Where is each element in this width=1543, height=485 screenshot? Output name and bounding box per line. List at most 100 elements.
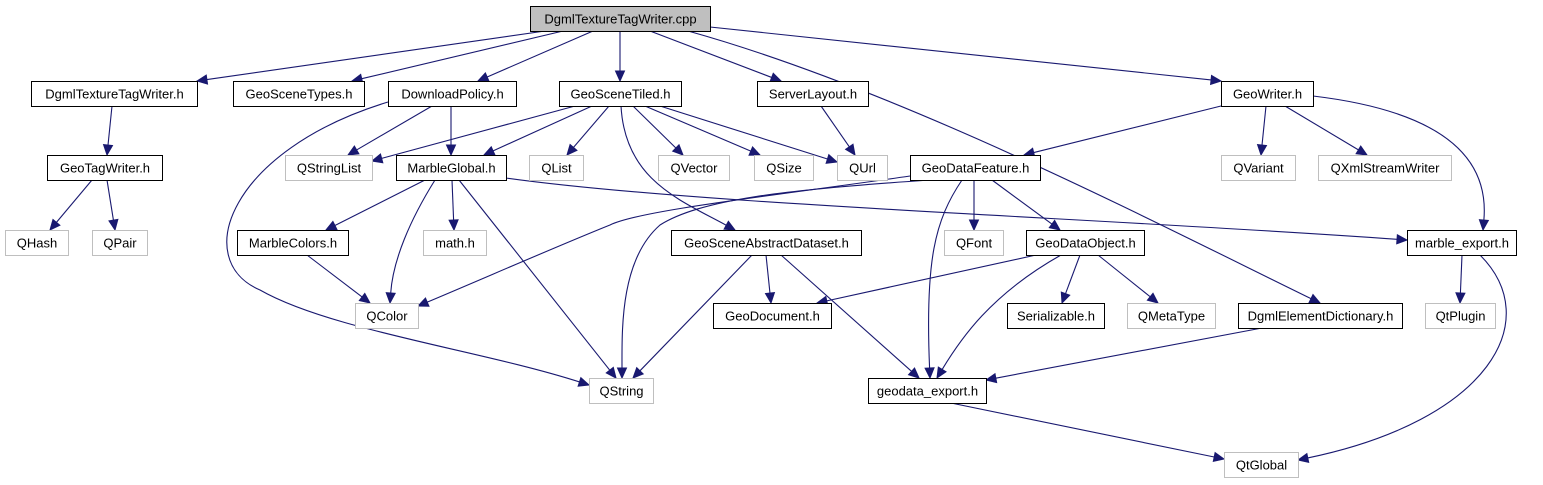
edge-gdo_h-to-qmetatype [1097, 254, 1159, 304]
edge-line [573, 105, 610, 148]
node-dp-h[interactable]: DownloadPolicy.h [388, 81, 517, 107]
node-sl-h[interactable]: ServerLayout.h [757, 81, 869, 107]
arrowhead-icon [566, 143, 578, 156]
edge-line [941, 254, 1062, 370]
node-box [237, 230, 349, 256]
node-qtglobal: QtGlobal [1224, 452, 1299, 478]
node-me-h[interactable]: marble_export.h [1407, 230, 1517, 256]
node-qvector: QVector [658, 155, 730, 181]
node-gdf-h[interactable]: GeoDataFeature.h [910, 155, 1041, 181]
arrowhead-icon [825, 153, 839, 164]
node-box [837, 155, 888, 181]
edge-line [451, 179, 455, 221]
edge-gsti_h-to-gsad_h [620, 105, 737, 231]
node-label: QXmlStreamWriter [1331, 161, 1440, 176]
edge-line [107, 105, 113, 146]
arrowhead-icon [748, 146, 762, 156]
arrowhead-icon [108, 218, 119, 232]
node-gst-h[interactable]: GeoSceneTypes.h [233, 81, 365, 107]
node-gw-h[interactable]: GeoWriter.h [1221, 81, 1314, 107]
arrowhead-icon [968, 219, 980, 232]
edge-line [226, 101, 580, 383]
arrowhead-icon [416, 297, 430, 307]
node-gde-h[interactable]: geodata_export.h [868, 378, 987, 404]
node-label: QSize [766, 161, 801, 176]
node-label: QList [541, 161, 572, 176]
arrowhead-icon [1048, 219, 1061, 231]
node-mg-h[interactable]: MarbleGlobal.h [396, 155, 507, 181]
node-label: geodata_export.h [877, 384, 978, 399]
node-ser-h[interactable]: Serializable.h [1007, 303, 1105, 329]
edge-line [826, 254, 1037, 302]
edge-gsti_h-to-qvector [632, 105, 684, 156]
edge-line [1261, 105, 1267, 146]
node-label: marble_export.h [1415, 236, 1509, 251]
node-box [944, 230, 1004, 256]
edge-gw_h-to-qvariant [1256, 105, 1268, 157]
node-label: GeoSceneTypes.h [246, 87, 353, 102]
node-mc-h[interactable]: MarbleColors.h [237, 230, 349, 256]
node-label: DownloadPolicy.h [401, 87, 503, 102]
node-box [1238, 303, 1403, 329]
node-dttw-h[interactable]: DgmlTextureTagWriter.h [31, 81, 198, 107]
node-gd-h[interactable]: GeoDocument.h [713, 303, 832, 329]
node-math-h: math.h [423, 230, 487, 256]
node-box [233, 81, 365, 107]
node-gsad-h[interactable]: GeoSceneAbstractDataset.h [671, 230, 862, 256]
edge-line [780, 254, 912, 372]
node-qmetatype: QMetaType [1127, 303, 1216, 329]
node-label: GeoSceneTiled.h [571, 87, 671, 102]
edge-root-to-gsti_h [614, 31, 626, 83]
edge-dttw_h-to-gtw_h [102, 105, 114, 157]
edge-root-to-dp_h [476, 30, 594, 82]
node-ded-h[interactable]: DgmlElementDictionary.h [1238, 303, 1403, 329]
node-gsti-h[interactable]: GeoSceneTiled.h [559, 81, 682, 107]
edge-gsad_h-to-gde_h [780, 254, 920, 379]
edge-line [621, 179, 931, 369]
edge-gsti_h-to-qurl [659, 105, 839, 164]
node-box [1221, 81, 1314, 107]
node-root[interactable]: DgmlTextureTagWriter.cpp [530, 6, 711, 32]
edge-line [458, 179, 611, 371]
node-box [589, 378, 654, 404]
edge-line [995, 327, 1263, 379]
edge-root-to-gw_h [709, 26, 1223, 86]
node-label: GeoDataObject.h [1035, 236, 1135, 251]
node-label: Serializable.h [1017, 309, 1095, 324]
node-label: GeoSceneAbstractDataset.h [684, 236, 849, 251]
node-label: QMetaType [1138, 309, 1205, 324]
edge-line [950, 402, 1215, 458]
node-qsize: QSize [754, 155, 814, 181]
node-gtw-h[interactable]: GeoTagWriter.h [47, 155, 163, 181]
edge-me_h-to-qtplugin [1455, 254, 1466, 305]
edge-line [1284, 105, 1359, 151]
node-label: DgmlTextureTagWriter.h [45, 87, 183, 102]
edge-line [649, 30, 772, 78]
node-label: QFont [956, 236, 993, 251]
node-box [868, 378, 987, 404]
arrowhead-icon [476, 71, 490, 82]
arrowhead-icon [195, 74, 209, 85]
node-box [559, 81, 682, 107]
edge-dp_h-to-qstring [226, 101, 591, 387]
node-label: QColor [366, 309, 408, 324]
node-gdo-h[interactable]: GeoDataObject.h [1026, 230, 1145, 256]
edge-gtw_h-to-qhash [49, 179, 93, 231]
node-box [713, 303, 832, 329]
edge-me_h-to-qtglobal [1296, 254, 1507, 464]
arrowhead-icon [482, 145, 496, 156]
arrowhead-icon [1060, 291, 1071, 305]
arrowhead-icon [764, 292, 776, 305]
node-label: QVariant [1233, 161, 1284, 176]
node-label: DgmlTextureTagWriter.cpp [544, 12, 696, 27]
arrowhead-icon [448, 219, 459, 232]
edge-mg_h-to-me_h [505, 177, 1409, 245]
node-label: GeoDocument.h [725, 309, 820, 324]
edge-gsad_h-to-qstring [632, 254, 753, 379]
node-qlist: QList [529, 155, 584, 181]
arrowhead-icon [102, 144, 114, 157]
node-box [1318, 155, 1452, 181]
edge-mc_h-to-qcolor [306, 254, 371, 304]
edge-line [765, 254, 771, 294]
